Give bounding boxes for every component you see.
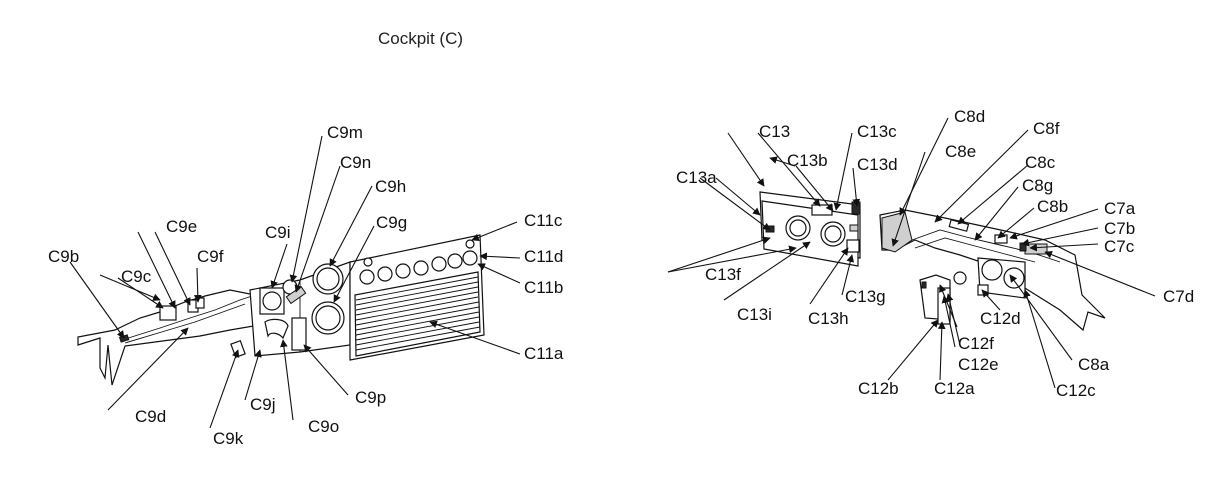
label-c13: C13: [759, 122, 790, 141]
label-c9p: C9p: [355, 388, 386, 407]
c13-panel-drawing: [759, 191, 861, 267]
leader-lines: [69, 117, 1156, 429]
label-c11b: C11b: [524, 278, 563, 297]
label-c9h: C9h: [375, 177, 406, 196]
left-instrument-panel-drawing: [77, 234, 485, 386]
label-c12c: C12c: [1056, 381, 1096, 400]
label-c13b: C13b: [787, 151, 828, 170]
label-c12a: C12a: [934, 379, 975, 398]
label-c9o: C9o: [308, 417, 339, 436]
label-c7b: C7b: [1104, 219, 1135, 238]
label-c9k: C9k: [213, 429, 244, 448]
label-c8c: C8c: [1025, 153, 1056, 172]
label-c9i: C9i: [265, 223, 291, 242]
part-labels: C9b C9c C9d C9e C9f C9i C9m C9n C9h C9g …: [48, 107, 1194, 448]
label-c8a: C8a: [1078, 355, 1110, 374]
label-c12f: C12f: [958, 334, 994, 353]
label-c12e: C12e: [958, 355, 999, 374]
label-c12d: C12d: [980, 309, 1021, 328]
label-c9n: C9n: [340, 153, 371, 172]
label-c8g: C8g: [1022, 176, 1053, 195]
label-c9b: C9b: [48, 247, 79, 266]
label-c11a: C11a: [524, 344, 564, 363]
label-c8f: C8f: [1033, 119, 1060, 138]
label-c13i: C13i: [737, 305, 772, 324]
label-c11d: C11d: [524, 247, 563, 266]
label-c8d: C8d: [954, 107, 985, 126]
label-c12b: C12b: [858, 379, 899, 398]
label-c9m: C9m: [327, 123, 363, 142]
label-c8e: C8e: [945, 142, 976, 161]
label-c9e: C9e: [166, 217, 197, 236]
label-c13g: C13g: [845, 287, 886, 306]
label-c9g: C9g: [376, 213, 407, 232]
label-c9c: C9c: [121, 267, 152, 286]
label-c13c: C13c: [857, 122, 897, 141]
label-c7a: C7a: [1104, 199, 1136, 218]
label-c7d: C7d: [1163, 287, 1194, 306]
label-c8b: C8b: [1037, 197, 1068, 216]
label-c13h: C13h: [808, 309, 849, 328]
label-c9j: C9j: [250, 395, 276, 414]
label-c7c: C7c: [1104, 237, 1135, 256]
label-c11c: C11c: [524, 211, 563, 230]
label-c9d: C9d: [135, 407, 166, 426]
label-c9f: C9f: [197, 247, 224, 266]
label-c13f: C13f: [705, 265, 741, 284]
label-c13a: C13a: [676, 168, 717, 187]
diagram-title: Cockpit (C): [378, 29, 463, 48]
label-c13d: C13d: [857, 155, 898, 174]
